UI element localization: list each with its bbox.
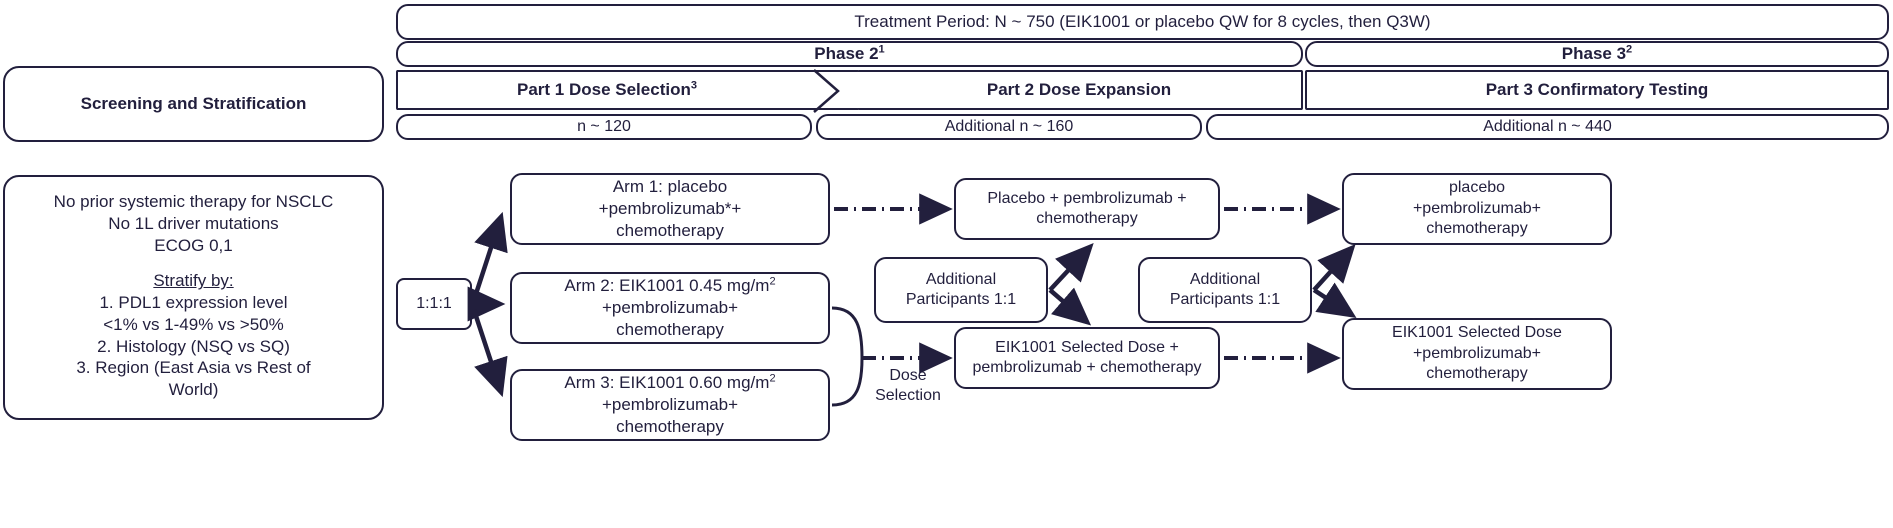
part3-label: Part 3 Confirmatory Testing xyxy=(1485,80,1709,100)
arm-3-line-2: +pembrolizumab+ xyxy=(601,395,739,415)
treatment-period-text: Treatment Period: N ~ 750 (EIK1001 or pl… xyxy=(854,12,1431,32)
stratify-by-title: Stratify by: xyxy=(153,271,234,291)
part2-placebo-box: Placebo + pembrolizumab + chemotherapy xyxy=(954,178,1220,240)
eligibility-spacer xyxy=(15,256,372,270)
arm-1-line-3: chemotherapy xyxy=(616,220,724,240)
part3-n-text: Additional n ~ 440 xyxy=(1483,117,1612,135)
part3-n-box: Additional n ~ 440 xyxy=(1206,114,1889,140)
part3-placebo-line-2: +pembrolizumab+ xyxy=(1412,199,1542,217)
part3-placebo-box: placebo +pembrolizumab+ chemotherapy xyxy=(1342,173,1612,245)
part3-additional-participants-box: Additional Participants 1:1 xyxy=(1138,257,1312,323)
arm-1-box: Arm 1: placebo +pembrolizumab*+ chemothe… xyxy=(510,173,830,245)
randomization-ratio-box: 1:1:1 xyxy=(396,278,472,330)
stratify-item-3-cont: World) xyxy=(168,380,219,399)
dose-selection-line-1: Dose xyxy=(889,367,927,384)
dose-selection-label: Dose Selection xyxy=(866,366,950,406)
part3-eik-selected-dose-box: EIK1001 Selected Dose +pembrolizumab+ ch… xyxy=(1342,318,1612,390)
part3-additional-to-eik-arrow xyxy=(1312,282,1357,318)
phase2-footnote-marker: 1 xyxy=(878,43,885,56)
part2-n-box: Additional n ~ 160 xyxy=(816,114,1202,140)
part2-n-text: Additional n ~ 160 xyxy=(944,117,1074,135)
phase3-label: Phase 32 xyxy=(1561,43,1633,64)
eligibility-and-stratification-box: No prior systemic therapy for NSCLC No 1… xyxy=(3,175,384,420)
stratify-item-1: 1. PDL1 expression level xyxy=(99,293,288,312)
part2-label: Part 2 Dose Expansion xyxy=(986,80,1172,100)
part2-placebo-line-1: Placebo + pembrolizumab + xyxy=(987,189,1187,207)
stratify-item-2: 2. Histology (NSQ vs SQ) xyxy=(97,336,290,356)
part3-eik-line-1: EIK1001 Selected Dose xyxy=(1392,324,1562,342)
screening-title: Screening and Stratification xyxy=(80,94,307,114)
treatment-period-banner: Treatment Period: N ~ 750 (EIK1001 or pl… xyxy=(396,4,1889,40)
screening-and-stratification-box: Screening and Stratification xyxy=(3,66,384,142)
arm-1-line-2: +pembrolizumab*+ xyxy=(598,199,742,219)
arm2-arm3-merge-connector xyxy=(831,306,864,407)
part3-eik-line-3: chemotherapy xyxy=(1426,365,1528,383)
part2-additional-participants-box: Additional Participants 1:1 xyxy=(874,257,1048,323)
randomization-ratio-text: 1:1:1 xyxy=(416,294,452,312)
part2-placebo-line-2: chemotherapy xyxy=(1036,210,1138,227)
arm-3-line-1: Arm 3: EIK1001 0.60 mg/m2 xyxy=(564,372,776,393)
phase2-label: Phase 21 xyxy=(814,43,885,64)
part3-confirmatory-testing-banner: Part 3 Confirmatory Testing xyxy=(1305,70,1889,110)
part2-dose-expansion-banner: Part 2 Dose Expansion xyxy=(857,70,1303,110)
eligibility-line-2: No 1L driver mutations xyxy=(108,213,279,233)
phase2-banner: Phase 21 xyxy=(396,41,1303,67)
phase3-footnote-marker: 2 xyxy=(1626,43,1633,56)
randomization-to-arm3-arrow xyxy=(471,309,508,398)
part1-label: Part 1 Dose Selection3 xyxy=(517,79,697,100)
arm-2-box: Arm 2: EIK1001 0.45 mg/m2 +pembrolizumab… xyxy=(510,272,830,344)
part2-additional-to-eik-arrow xyxy=(1048,287,1092,326)
part3-placebo-line-1: placebo xyxy=(1448,179,1506,197)
arm-2-line-1: Arm 2: EIK1001 0.45 mg/m2 xyxy=(564,275,776,296)
arm-2-line-3: chemotherapy xyxy=(616,319,724,339)
part1-n-text: n ~ 120 xyxy=(577,117,631,135)
part3-additional-to-placebo-arrow xyxy=(1312,243,1356,292)
part1-dose-selection-banner: Part 1 Dose Selection3 xyxy=(396,70,816,110)
part1-footnote-marker: 3 xyxy=(690,79,697,92)
part2-additional-line-1: Additional xyxy=(925,270,997,288)
arm-2-line-2: +pembrolizumab+ xyxy=(601,298,739,318)
part1-n-box: n ~ 120 xyxy=(396,114,812,140)
arm-1-line-1: Arm 1: placebo xyxy=(612,177,728,197)
chevron-gap-fill xyxy=(812,70,858,110)
arm-3-line-3: chemotherapy xyxy=(616,416,724,436)
eligibility-line-3: ECOG 0,1 xyxy=(154,235,233,255)
part2-eik-line-1: EIK1001 Selected Dose + xyxy=(995,338,1179,356)
part2-eik-selected-dose-box: EIK1001 Selected Dose + pembrolizumab + … xyxy=(954,327,1220,389)
part3-placebo-line-3: chemotherapy xyxy=(1426,220,1528,238)
part3-additional-line-1: Additional xyxy=(1189,270,1261,288)
eligibility-line-1: No prior systemic therapy for NSCLC xyxy=(53,192,334,211)
part2-additional-to-placebo-arrow xyxy=(1048,243,1094,292)
part2-additional-line-2: Participants 1:1 xyxy=(905,291,1017,308)
part3-additional-line-2: Participants 1:1 xyxy=(1169,291,1281,308)
stratify-item-1-detail: <1% vs 1-49% vs >50% xyxy=(103,314,284,334)
stratify-item-3: 3. Region (East Asia vs Rest of xyxy=(76,358,311,378)
part2-eik-line-2: pembrolizumab + chemotherapy xyxy=(972,359,1202,376)
dose-selection-line-2: Selection xyxy=(875,387,941,404)
part3-eik-line-2: +pembrolizumab+ xyxy=(1412,344,1542,362)
phase3-banner: Phase 32 xyxy=(1305,41,1889,67)
randomization-to-arm1-arrow xyxy=(471,211,508,301)
arm-3-box: Arm 3: EIK1001 0.60 mg/m2 +pembrolizumab… xyxy=(510,369,830,441)
